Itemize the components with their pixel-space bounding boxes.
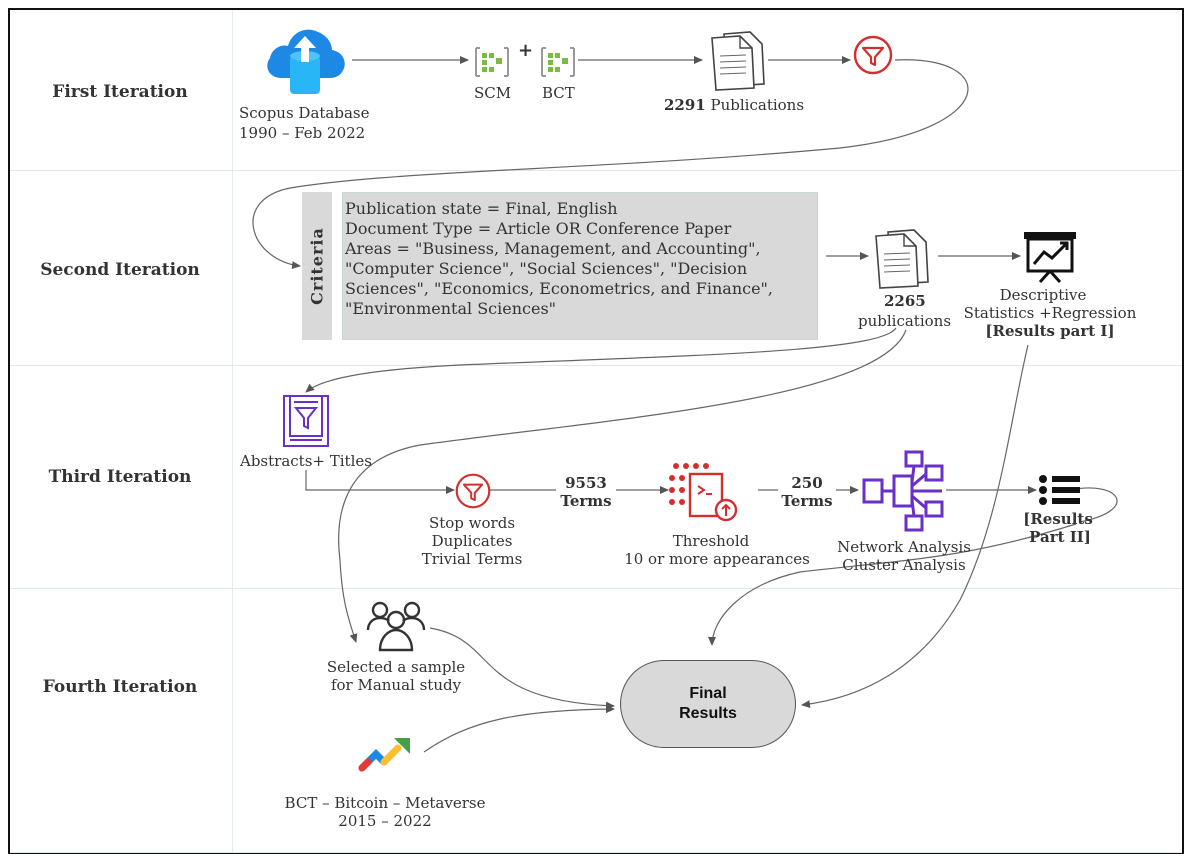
network-label-line1: Network Analysis <box>837 538 971 556</box>
plus-sign: + <box>518 40 534 61</box>
filter-label-line2: Duplicates <box>431 532 513 550</box>
threshold-icon <box>669 463 738 522</box>
arrow-trends-to-final <box>423 705 615 753</box>
network-analysis-icon <box>862 450 944 532</box>
publications-2291: 2291 Publications <box>664 96 804 114</box>
filter-icon <box>455 473 491 509</box>
threshold-label-line1: Threshold <box>672 532 750 550</box>
scm-label: SCM <box>474 84 512 102</box>
filter-label-line1: Stop words <box>428 514 516 532</box>
final-results-node: Final Results <box>620 660 796 748</box>
stage-label-first: First Iteration <box>52 82 188 102</box>
database-label-line1: Scopus Database <box>239 104 370 122</box>
database-label-line2: 1990 – Feb 2022 <box>239 124 366 142</box>
results-part1-label: [Results part I] <box>985 322 1115 340</box>
row-divider-2 <box>10 365 1182 366</box>
arrow-pubs2-to-abstracts <box>305 327 897 393</box>
terms-250-count: 250 <box>778 474 836 492</box>
results-loop <box>1069 487 1118 523</box>
list-icon <box>1039 475 1080 505</box>
sample-label-line1: Selected a sample <box>326 658 466 676</box>
publications-2265-count: 2265 <box>884 292 926 310</box>
stats-label-line1: Descriptive <box>999 286 1087 304</box>
stage-label-second: Second Iteration <box>40 260 200 280</box>
arrow-results2-to-final <box>708 523 1077 646</box>
scm-icon <box>475 47 509 77</box>
row-divider-4 <box>10 852 1182 853</box>
people-group-icon <box>366 601 426 652</box>
criteria-line: "Environmental Sciences" <box>345 299 557 318</box>
publications-count: 2291 <box>664 96 706 114</box>
criteria-line: Document Type = Article OR Conference Pa… <box>345 219 732 238</box>
arrow-sample-to-final <box>429 627 615 710</box>
trends-arrow-icon <box>358 738 410 772</box>
results-part2-line2: Part II] <box>1029 528 1091 546</box>
final-results-line2: Results <box>679 705 737 722</box>
criteria-line: Publication state = Final, English <box>345 199 618 218</box>
cloud-database-icon <box>267 29 345 94</box>
criteria-box: Publication state = Final, English Docum… <box>342 192 818 340</box>
documents-icon <box>711 31 765 91</box>
stage-column-divider <box>232 10 233 852</box>
criteria-line: "Computer Science", "Social Sciences", "… <box>345 259 748 278</box>
arrow-filter-to-criteria <box>252 59 969 270</box>
terms-250-label: Terms <box>778 492 836 510</box>
threshold-label-line2: 10 or more appearances <box>624 550 810 568</box>
criteria-tab: Criteria <box>302 192 332 340</box>
row-divider-1 <box>10 170 1182 171</box>
stage-label-fourth: Fourth Iteration <box>42 677 198 697</box>
abstracts-label: Abstracts+ Titles <box>240 452 372 470</box>
terms-9553-label: Terms <box>556 492 616 510</box>
arrow-pubs2-to-sample <box>338 329 907 643</box>
arrow-abstracts-to-filter <box>305 470 455 494</box>
network-label-line2: Cluster Analysis <box>842 556 966 574</box>
stats-label-line2: Statistics +Regression <box>963 304 1137 322</box>
criteria-title: Criteria <box>307 227 327 305</box>
terms-9553-count: 9553 <box>556 474 616 492</box>
publications-2265-label: publications <box>858 312 952 330</box>
abstracts-document-icon <box>283 395 329 447</box>
trends-label-line1: BCT – Bitcoin – Metaverse <box>284 794 486 812</box>
criteria-line: Areas = "Business, Management, and Accou… <box>345 239 761 258</box>
final-results-line1: Final <box>689 685 727 702</box>
bct-label: BCT <box>542 84 575 102</box>
documents-icon <box>875 229 929 289</box>
publications-label: Publications <box>710 96 805 114</box>
criteria-line: Sciences", "Economics, Econometrics, and… <box>345 279 773 298</box>
row-divider-3 <box>10 588 1182 589</box>
presentation-chart-icon <box>1024 232 1076 284</box>
diagram-frame <box>8 8 1184 854</box>
bct-icon <box>541 47 575 77</box>
arrow-results1-to-final <box>801 344 1029 709</box>
results-part2-line1: [Results <box>1023 510 1093 528</box>
filter-label-line3: Trivial Terms <box>421 550 523 568</box>
filter-icon <box>853 35 893 75</box>
sample-label-line2: for Manual study <box>330 676 462 694</box>
stage-label-third: Third Iteration <box>48 467 192 487</box>
trends-label-line2: 2015 – 2022 <box>338 812 432 830</box>
